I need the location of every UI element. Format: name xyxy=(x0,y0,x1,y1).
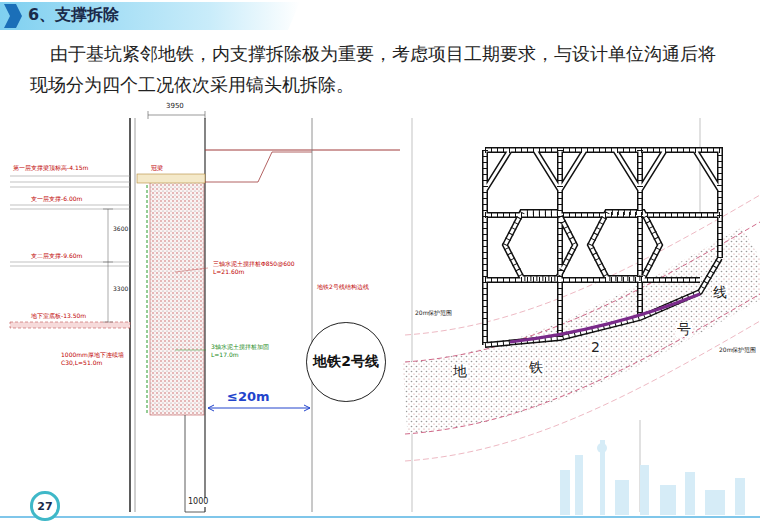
drawing-label: 号 xyxy=(676,322,692,337)
section-drawing xyxy=(10,111,400,512)
drawing-label: 铁 xyxy=(528,360,544,375)
skyline-decoration xyxy=(560,440,745,515)
footer-line xyxy=(0,516,760,518)
drawing-label: 地下室底板-13.50m xyxy=(30,313,87,320)
support-grid xyxy=(485,150,720,345)
drawing-label: 3600 xyxy=(112,226,129,233)
drawing-label: C30,L=51.0m xyxy=(60,360,103,367)
body-paragraph: 由于基坑紧邻地铁，内支撑拆除极为重要，考虑项目工期要求，与设计单位沟通后将现场分… xyxy=(30,38,730,100)
drawing-label: 冠梁 xyxy=(150,165,164,172)
plan-drawing xyxy=(405,118,760,512)
drawing-label: ≤20m xyxy=(226,390,271,404)
drawing-label: 2 xyxy=(590,340,601,355)
node-text: 27 xyxy=(37,500,52,513)
drawing-label: 地 xyxy=(452,364,468,379)
drawing-label: 支一层支撑-6.00m xyxy=(30,196,83,203)
drawing-label: 支二层支撑-9.60m xyxy=(30,253,83,260)
page-number-badge: 27 xyxy=(30,491,59,520)
drawing-label: 20m保护范围 xyxy=(718,347,757,354)
node-text: 地铁2号线 xyxy=(313,353,379,371)
drawing-label: 1000 xyxy=(187,498,209,507)
drawing-label: 地铁2号线结构边线 xyxy=(316,284,370,291)
drawing-label: 3300 xyxy=(112,286,129,293)
header-bar xyxy=(0,2,300,30)
subway-line-circle: 地铁2号线 xyxy=(306,322,386,402)
slide-title: 6、支撑拆除 xyxy=(28,5,119,26)
drawing-label: 1000mm厚地下连续墙 xyxy=(60,352,125,359)
drawing-label: 3950 xyxy=(165,103,185,111)
drawing-label: 3轴水泥土搅拌桩加固 xyxy=(210,344,270,351)
drawing-label: L=21.60m xyxy=(212,269,245,276)
drawing-label: 20m保护范围 xyxy=(414,310,453,317)
drawing-label: 三轴水泥土搅拌桩Φ850@600 xyxy=(212,261,296,268)
drawing-label: 第一层支撑梁顶标高-4.15m xyxy=(12,165,89,172)
drawing-label: 线 xyxy=(712,285,728,300)
drawing-label: L=17.0m xyxy=(210,352,240,359)
